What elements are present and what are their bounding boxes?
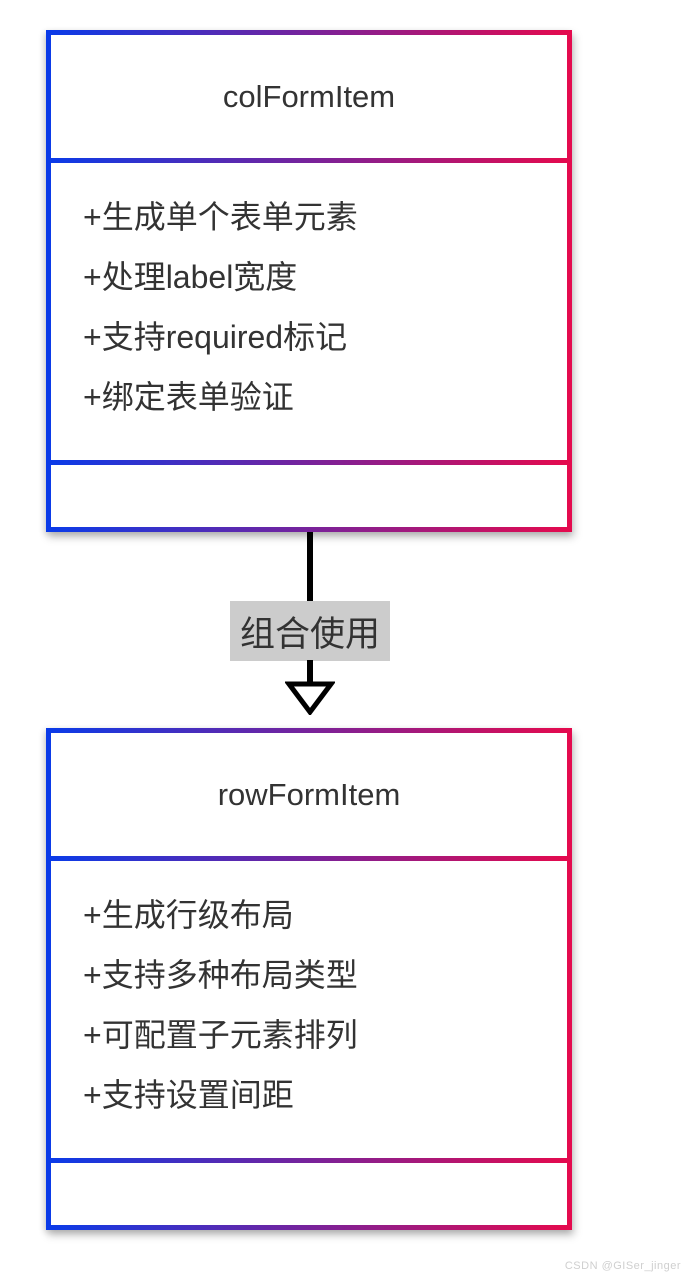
method-item: +支持多种布局类型 xyxy=(83,957,358,993)
methods-section-rowformitem: +生成行级布局 +支持多种布局类型 +可配置子元素排列 +支持设置间距 xyxy=(51,861,567,1158)
method-item: +处理label宽度 xyxy=(83,259,298,295)
connector-line-upper xyxy=(307,532,313,603)
method-item: +可配置子元素排列 xyxy=(83,1017,358,1053)
methods-section-colformitem: +生成单个表单元素 +处理label宽度 +支持required标记 +绑定表单… xyxy=(51,163,567,460)
method-item: +生成行级布局 xyxy=(83,897,294,933)
method-item: +支持设置间距 xyxy=(83,1077,294,1113)
class-title-rowformitem: rowFormItem xyxy=(217,776,401,812)
class-box-colformitem: colFormItem +生成单个表单元素 +处理label宽度 +支持requ… xyxy=(46,30,572,532)
connector-label: 组合使用 xyxy=(230,601,390,661)
method-item: +支持required标记 xyxy=(83,319,348,355)
method-item: +生成单个表单元素 xyxy=(83,199,358,235)
empty-compartment xyxy=(51,465,567,527)
divider xyxy=(51,460,567,465)
divider xyxy=(51,856,567,861)
connector-line-lower xyxy=(307,660,313,684)
divider xyxy=(51,1158,567,1163)
method-item: +绑定表单验证 xyxy=(83,379,294,415)
empty-compartment xyxy=(51,1163,567,1225)
divider xyxy=(51,158,567,163)
hollow-triangle-arrowhead-icon xyxy=(285,681,335,715)
watermark-text: CSDN @GISer_jinger xyxy=(564,1260,681,1272)
class-box-rowformitem: rowFormItem +生成行级布局 +支持多种布局类型 +可配置子元素排列 … xyxy=(46,728,572,1230)
class-title-colformitem: colFormItem xyxy=(222,78,396,114)
